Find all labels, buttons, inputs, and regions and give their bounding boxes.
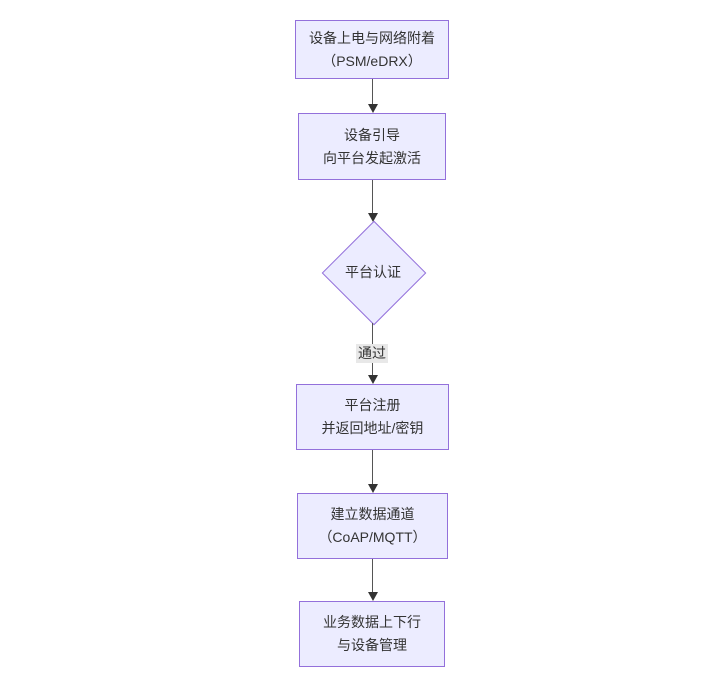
edge-channel-business xyxy=(372,559,373,593)
node-text-line: （PSM/eDRX） xyxy=(322,52,422,69)
arrowhead-icon xyxy=(368,592,378,601)
node-text-line: 向平台发起激活 xyxy=(323,149,421,166)
edge-register-channel xyxy=(372,450,373,485)
node-text-line: 与设备管理 xyxy=(337,637,407,653)
node-label: 平台注册 并返回地址/密钥 xyxy=(322,394,424,440)
flow-node-platform-auth-label: 平台认证 xyxy=(345,264,401,280)
node-text-line: 业务数据上下行 xyxy=(323,614,421,630)
node-text-line: 平台注册 xyxy=(344,397,401,413)
flow-node-bootstrap-activate: 设备引导 向平台发起激活 xyxy=(298,113,446,180)
edge-bootstrap-auth xyxy=(372,180,373,214)
flow-node-data-channel: 建立数据通道 （CoAP/MQTT） xyxy=(297,493,448,559)
node-label: 业务数据上下行 与设备管理 xyxy=(323,611,421,657)
edge-attach-bootstrap xyxy=(372,79,373,105)
arrowhead-icon xyxy=(368,213,378,222)
arrowhead-icon xyxy=(368,375,378,384)
flow-node-power-network-attach: 设备上电与网络附着 （PSM/eDRX） xyxy=(295,20,449,79)
node-text-line: 并返回地址/密钥 xyxy=(321,420,424,436)
edge-label-pass: 通过 xyxy=(356,344,388,363)
flow-node-business-data: 业务数据上下行 与设备管理 xyxy=(299,601,445,667)
arrowhead-icon xyxy=(368,484,378,493)
node-label: 设备上电与网络附着 （PSM/eDRX） xyxy=(309,27,435,73)
node-text-line: 设备上电与网络附着 xyxy=(309,29,435,46)
arrowhead-icon xyxy=(368,104,378,113)
node-text-line: 设备引导 xyxy=(344,126,400,143)
node-label: 建立数据通道 （CoAP/MQTT） xyxy=(318,503,426,549)
node-text-line: （CoAP/MQTT） xyxy=(318,529,427,545)
node-text-line: 建立数据通道 xyxy=(330,506,415,522)
flow-node-platform-register: 平台注册 并返回地址/密钥 xyxy=(296,384,449,450)
node-label: 设备引导 向平台发起激活 xyxy=(323,124,421,170)
